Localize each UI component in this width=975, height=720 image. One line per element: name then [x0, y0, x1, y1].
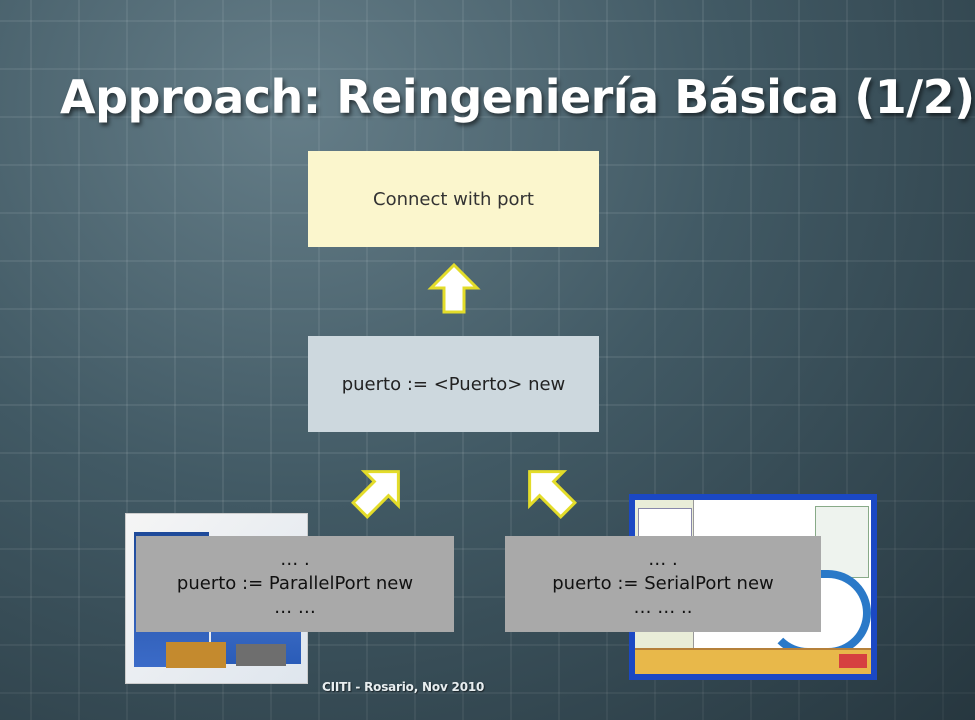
- parallel-port-box: … . puerto := ParallelPort new … …: [136, 536, 454, 632]
- connect-with-port-label: Connect with port: [373, 188, 534, 210]
- puerto-new-label: puerto := <Puerto> new: [341, 373, 566, 395]
- serial-line-3: … … ..: [633, 597, 693, 618]
- arrow-up-left-icon: [528, 470, 577, 519]
- parallel-line-3: … …: [274, 597, 316, 618]
- slide-title: Approach: Reingeniería Básica (1/2): [60, 70, 975, 124]
- serial-line-2: puerto := SerialPort new: [552, 573, 774, 594]
- serial-port-box: … . puerto := SerialPort new … … ..: [505, 536, 821, 632]
- arrow-up-right-icon: [351, 470, 400, 519]
- serial-line-1: … .: [648, 549, 678, 570]
- puerto-new-box: puerto := <Puerto> new: [308, 336, 599, 432]
- parallel-line-1: … .: [280, 549, 310, 570]
- parallel-line-2: puerto := ParallelPort new: [176, 573, 414, 594]
- arrow-up-icon: [427, 262, 481, 314]
- slide-footer: CIITI - Rosario, Nov 2010: [322, 680, 485, 694]
- connect-with-port-box: Connect with port: [308, 151, 599, 247]
